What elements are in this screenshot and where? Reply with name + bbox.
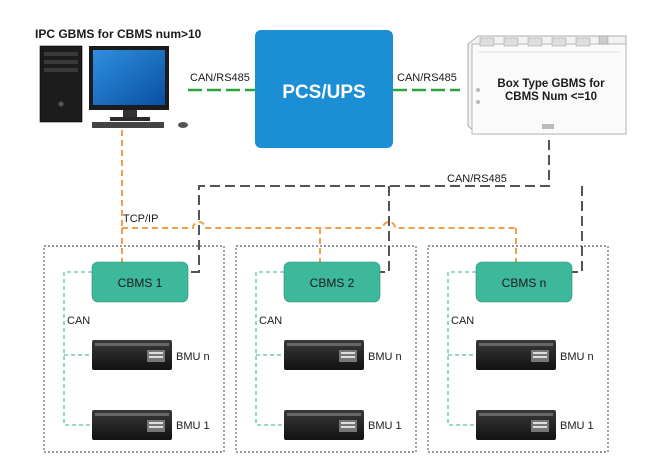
box-title-line1: Box Type GBMS for [497,78,605,90]
link-label-ipc-pcs: CAN/RS485 [190,72,250,84]
cbms-box [283,261,381,303]
cbms-label: CBMS 2 [310,276,355,290]
bmu-device-top [284,340,364,370]
pc-keyboard [92,122,164,128]
bmu-label-top: BMU n [176,351,210,363]
cbms-box [91,261,189,303]
bmu-device-bottom [92,410,172,440]
can-line [255,271,284,426]
bmu-device-top [92,340,172,370]
can-line [447,271,476,426]
can-label: CAN [259,315,282,327]
ipc-computer [39,45,188,128]
pc-tower [39,45,83,123]
cbms-label: CBMS n [502,276,547,290]
link-label-box-bus: CAN/RS485 [447,173,507,185]
bmu-label-bottom: BMU 1 [368,420,402,432]
can-label: CAN [451,315,474,327]
bmu-device-bottom [476,410,556,440]
can-rs485-bus [188,140,583,273]
group-box-2 [235,245,417,453]
group-2: CBMS 2 CAN BMU n BMU 1 [255,261,402,440]
bmu-device-bottom [284,410,364,440]
link-label-pcs-box: CAN/RS485 [397,72,457,84]
bmu-device-top [476,340,556,370]
cbms-label: CBMS 1 [118,276,163,290]
link-label-tcp: TCP/IP [123,213,158,225]
pcs-ups-label: PCS/UPS [282,82,365,103]
bmu-label-top: BMU n [560,351,594,363]
bmu-label-bottom: BMU 1 [560,420,594,432]
tcp-bus [121,130,517,262]
can-line [63,271,92,426]
bmu-label-top: BMU n [368,351,402,363]
cbms-box [475,261,573,303]
ipc-title: IPC GBMS for CBMS num>10 [35,27,202,41]
can-label: CAN [67,315,90,327]
group-1: CBMS 1 CAN BMU n BMU 1 [63,261,210,440]
box-gbms-device [467,35,627,135]
group-3: CBMS n CAN BMU n BMU 1 [447,261,594,440]
group-box-3 [427,245,609,453]
box-title-line2: CBMS Num <=10 [505,91,597,103]
bmu-label-bottom: BMU 1 [176,420,210,432]
pc-mouse [178,122,188,128]
pcs-ups-box [255,30,393,148]
group-box-1 [43,245,225,453]
